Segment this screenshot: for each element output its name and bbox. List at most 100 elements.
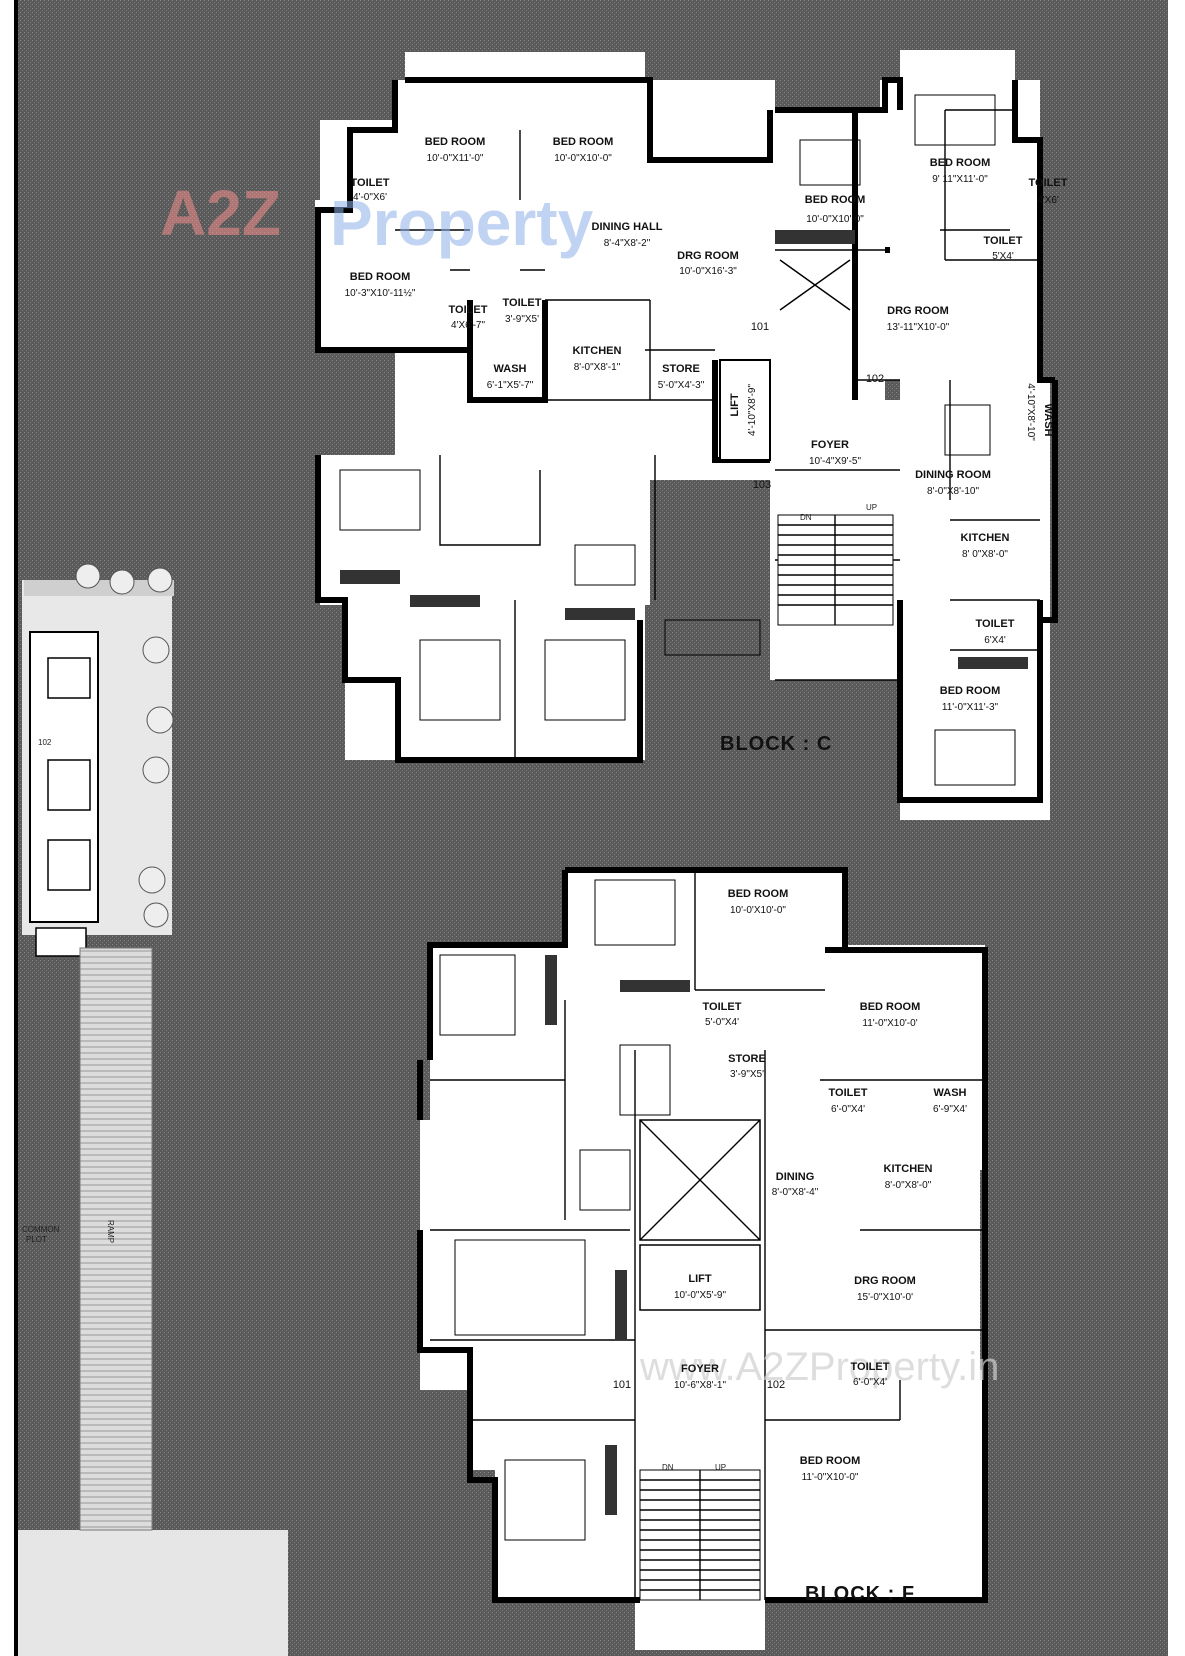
room-name: BED ROOM xyxy=(728,888,789,900)
room-name: STORE xyxy=(728,1053,766,1065)
room-dim: 6'-9"X4' xyxy=(933,1104,967,1115)
site-unit-label: 102 xyxy=(38,738,52,747)
block-f-stairs: DN UP xyxy=(639,1463,761,1601)
room-dim: 10'-6"X8'-1" xyxy=(674,1380,727,1391)
room-name: DRG ROOM xyxy=(677,250,739,262)
room-name: DINING xyxy=(776,1171,815,1183)
right-margin xyxy=(1168,0,1185,1656)
room-dim: 11'-0"X10'-0' xyxy=(862,1018,917,1029)
room-dim: 4'-0"X6' xyxy=(353,192,387,203)
room-dim: 13'-11"X10'-0" xyxy=(887,322,950,333)
room-dim: 8'-0"X8'-10" xyxy=(927,486,980,497)
room-dim: 10'-0'X10'-0" xyxy=(730,905,786,916)
room-name: TOILET xyxy=(503,297,542,309)
room-dim: 6'-1"X5'-7" xyxy=(487,380,534,391)
block-f-stair-up: UP xyxy=(715,1463,726,1472)
block-c-unit-103: 103 xyxy=(753,479,771,491)
room-name: LIFT xyxy=(688,1273,711,1285)
room-dim: 11'-0"X11'-3" xyxy=(942,702,999,713)
room-name: TOILET xyxy=(449,304,488,316)
room-dim: 10'-0"X16'-3" xyxy=(679,266,737,277)
bottom-white-area xyxy=(18,1530,288,1656)
room-name: DINING HALL xyxy=(592,221,663,233)
room-name: KITCHEN xyxy=(573,345,622,357)
room-dim: 6'X4' xyxy=(984,635,1006,646)
room-dim: 4'-10"X8'-9" xyxy=(747,384,758,437)
room-name: BED ROOM xyxy=(940,685,1001,697)
block-f-unit-102: 102 xyxy=(767,1379,785,1391)
room-dim: 8'-4"X8'-2" xyxy=(604,238,651,249)
watermark-word: Property xyxy=(330,187,594,259)
room-name: TOILET xyxy=(703,1001,742,1013)
block-c-stair-up: UP xyxy=(866,503,877,512)
room-dim: 6'-0"X4' xyxy=(853,1377,887,1388)
room-dim: 3'-9"X5' xyxy=(505,314,539,325)
common-plot-label-2: PLOT xyxy=(26,1235,47,1244)
block-c-stair-down: DN xyxy=(800,513,812,522)
room-name: KITCHEN xyxy=(884,1163,933,1175)
room-dim: 4'-10"X8'-10" xyxy=(1025,383,1036,441)
room-dim: 10'-0"X10'-0" xyxy=(554,153,612,164)
room-dim: 10'-0"X5'-9" xyxy=(674,1290,727,1301)
room-dim: 5'-0"X4' xyxy=(705,1017,739,1028)
room-name: KITCHEN xyxy=(961,532,1010,544)
left-border xyxy=(14,0,18,1656)
room-name: WASH xyxy=(934,1087,967,1099)
room-dim: 9' 11"X11'-0" xyxy=(932,174,988,185)
room-name: BED ROOM xyxy=(350,271,411,283)
block-f-unit-101: 101 xyxy=(613,1379,631,1391)
room-name: TOILET xyxy=(851,1361,890,1373)
room-dim: 8'-0"X8'-4" xyxy=(772,1187,819,1198)
room-name: FOYER xyxy=(811,439,849,451)
room-dim: 5'X4' xyxy=(992,251,1014,262)
block-c-stairs: DN UP xyxy=(777,503,894,626)
room-name: BED ROOM xyxy=(425,136,486,148)
common-plot-label-1: COMMON xyxy=(22,1225,60,1234)
room-name: TOILET xyxy=(984,235,1023,247)
block-f-stair-down: DN xyxy=(662,1463,674,1472)
room-name: BED ROOM xyxy=(805,194,866,206)
room-name: BED ROOM xyxy=(860,1001,921,1013)
block-c-room-labels: BED ROOM 10'-0"X11'-0" BED ROOM 10'-0"X1… xyxy=(345,136,1068,713)
room-name: DINING ROOM xyxy=(915,469,991,481)
room-name: TOILET xyxy=(1029,177,1068,189)
watermark-brand: A2Z xyxy=(160,177,281,249)
block-c-unit-102: 102 xyxy=(866,373,884,385)
room-name: TOILET xyxy=(351,177,390,189)
room-dim: 5'-0"X4'-3" xyxy=(658,380,705,391)
room-dim: 8'-0"X8'-1" xyxy=(574,362,621,373)
room-dim: 4'X6' xyxy=(1037,195,1059,206)
room-dim: 10'-0"X11'-0" xyxy=(427,153,484,164)
room-name: STORE xyxy=(662,363,700,375)
block-f-title: BLOCK : F xyxy=(805,1583,915,1605)
block-f: DN UP xyxy=(417,867,988,1650)
block-c: DN UP xyxy=(315,50,1058,820)
room-name: TOILET xyxy=(829,1087,868,1099)
site-strip: 102 RAMP COMMON PLOT xyxy=(22,563,174,1531)
room-name: DRG ROOM xyxy=(887,305,949,317)
room-dim: 15'-0"X10'-0' xyxy=(857,1292,913,1303)
watermark-url: www.A2ZProperty.in xyxy=(639,1345,999,1389)
room-name: WASH xyxy=(494,363,527,375)
room-name: BED ROOM xyxy=(800,1455,861,1467)
room-dim: 8'-0"X8'-0" xyxy=(885,1180,932,1191)
ramp-label: RAMP xyxy=(106,1220,115,1243)
left-margin xyxy=(0,0,16,1656)
room-dim: 10'-0"X10'-0" xyxy=(806,214,864,225)
block-c-unit-101: 101 xyxy=(751,321,769,333)
room-name: LIFT xyxy=(729,393,741,416)
room-name: TOILET xyxy=(976,618,1015,630)
room-dim: 4'X6'-7" xyxy=(451,320,486,331)
room-name: BED ROOM xyxy=(553,136,614,148)
block-c-title: BLOCK : C xyxy=(720,733,832,755)
room-dim: 6'-0"X4' xyxy=(831,1104,865,1115)
room-dim: 8' 0"X8'-0" xyxy=(962,549,1008,560)
room-dim: 10'-3"X10'-11½" xyxy=(345,288,416,299)
room-dim: 3'-9"X5' xyxy=(730,1069,764,1080)
room-dim: 11'-0"X10'-0" xyxy=(802,1472,859,1483)
room-name: WASH xyxy=(1042,404,1054,437)
room-dim: 10'-4"X9'-5" xyxy=(809,456,862,467)
room-name: DRG ROOM xyxy=(854,1275,916,1287)
room-name: BED ROOM xyxy=(930,157,991,169)
